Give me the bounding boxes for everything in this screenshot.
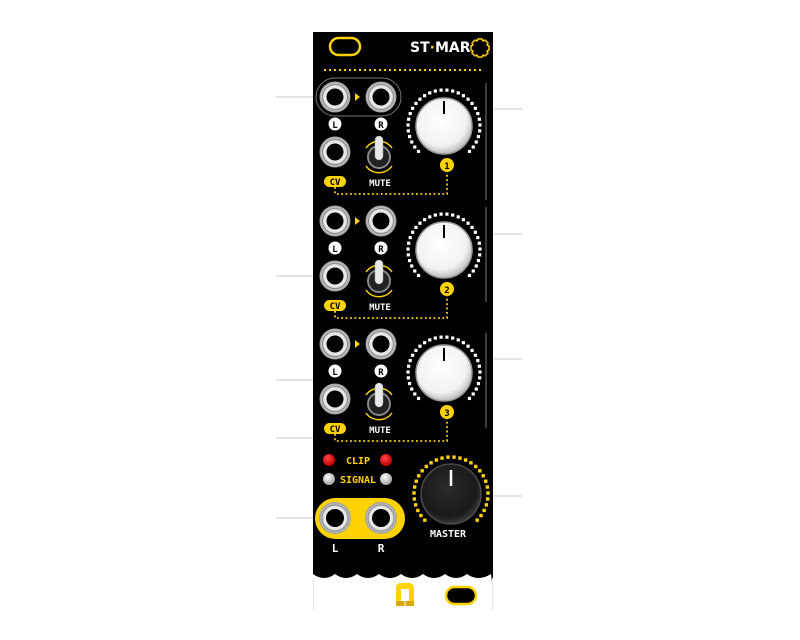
input-left-label: L — [332, 368, 338, 378]
channel-number: 1 — [444, 162, 449, 172]
input-jack-right[interactable] — [365, 81, 397, 113]
brand-logo-icon — [396, 583, 414, 606]
mounting-slot-bottom — [444, 585, 478, 606]
clip-label: CLIP — [346, 456, 370, 467]
mute-toggle[interactable] — [365, 382, 393, 421]
clip-led-left — [323, 454, 335, 466]
input-right-label: R — [378, 368, 384, 378]
channel-1: L R CV MUTE 1 — [315, 77, 487, 200]
cv-jack[interactable] — [319, 136, 351, 168]
normalled-arrow-icon — [355, 340, 360, 348]
output-left-label: L — [332, 542, 339, 555]
input-left-label: L — [332, 245, 338, 255]
master-knob[interactable] — [412, 455, 490, 525]
cv-badge — [324, 423, 346, 434]
cv-label: CV — [330, 302, 341, 312]
cv-badge — [324, 300, 346, 311]
normalled-arrow-icon — [355, 217, 360, 225]
mute-label: MUTE — [369, 303, 391, 313]
output-jack-right[interactable] — [365, 502, 397, 534]
output-section: L R — [315, 498, 405, 555]
mute-label: MUTE — [369, 426, 391, 436]
mute-toggle[interactable] — [365, 259, 393, 298]
signal-led-right — [380, 473, 392, 485]
cv-link-line — [334, 419, 448, 442]
input-group-outline — [315, 77, 402, 117]
input-jack-left[interactable] — [319, 81, 351, 113]
input-right-label: R — [378, 121, 384, 131]
input-left-label: L — [332, 121, 338, 131]
cv-link-line — [334, 296, 448, 319]
cv-jack[interactable] — [319, 260, 351, 292]
channel-3: L R CV MUTE 3 — [319, 328, 487, 442]
signal-label: SIGNAL — [340, 475, 376, 486]
channel-number: 2 — [444, 286, 449, 296]
module-title: ST·MAR — [410, 40, 471, 56]
mute-toggle[interactable] — [365, 135, 393, 174]
channel-number: 3 — [444, 409, 449, 419]
output-jack-left[interactable] — [319, 502, 351, 534]
input-jack-left[interactable] — [319, 205, 351, 237]
cv-label: CV — [330, 178, 341, 188]
mute-label: MUTE — [369, 179, 391, 189]
input-jack-left[interactable] — [319, 328, 351, 360]
gear-outline-icon — [470, 38, 490, 58]
mounting-slot-top — [328, 36, 362, 57]
channel-number-badge — [440, 405, 454, 419]
indicators: CLIP SIGNAL — [323, 454, 392, 486]
channel-number-badge — [440, 158, 454, 172]
cv-badge — [324, 176, 346, 187]
cv-label: CV — [330, 425, 341, 435]
level-knob-3[interactable] — [406, 335, 482, 402]
level-knob-1[interactable] — [406, 88, 482, 155]
level-knob-2[interactable] — [406, 212, 482, 279]
clip-led-right — [380, 454, 392, 466]
input-jack-right[interactable] — [365, 328, 397, 360]
cv-jack[interactable] — [319, 383, 351, 415]
channel-number-badge — [440, 282, 454, 296]
input-right-label: R — [378, 245, 384, 255]
master-label: MASTER — [430, 529, 467, 540]
cv-link-line — [334, 172, 448, 195]
channel-2: L R CV MUTE 2 — [319, 205, 487, 319]
signal-led-left — [323, 473, 335, 485]
normalled-arrow-icon — [355, 93, 360, 101]
input-jack-right[interactable] — [365, 205, 397, 237]
output-right-label: R — [378, 542, 385, 555]
